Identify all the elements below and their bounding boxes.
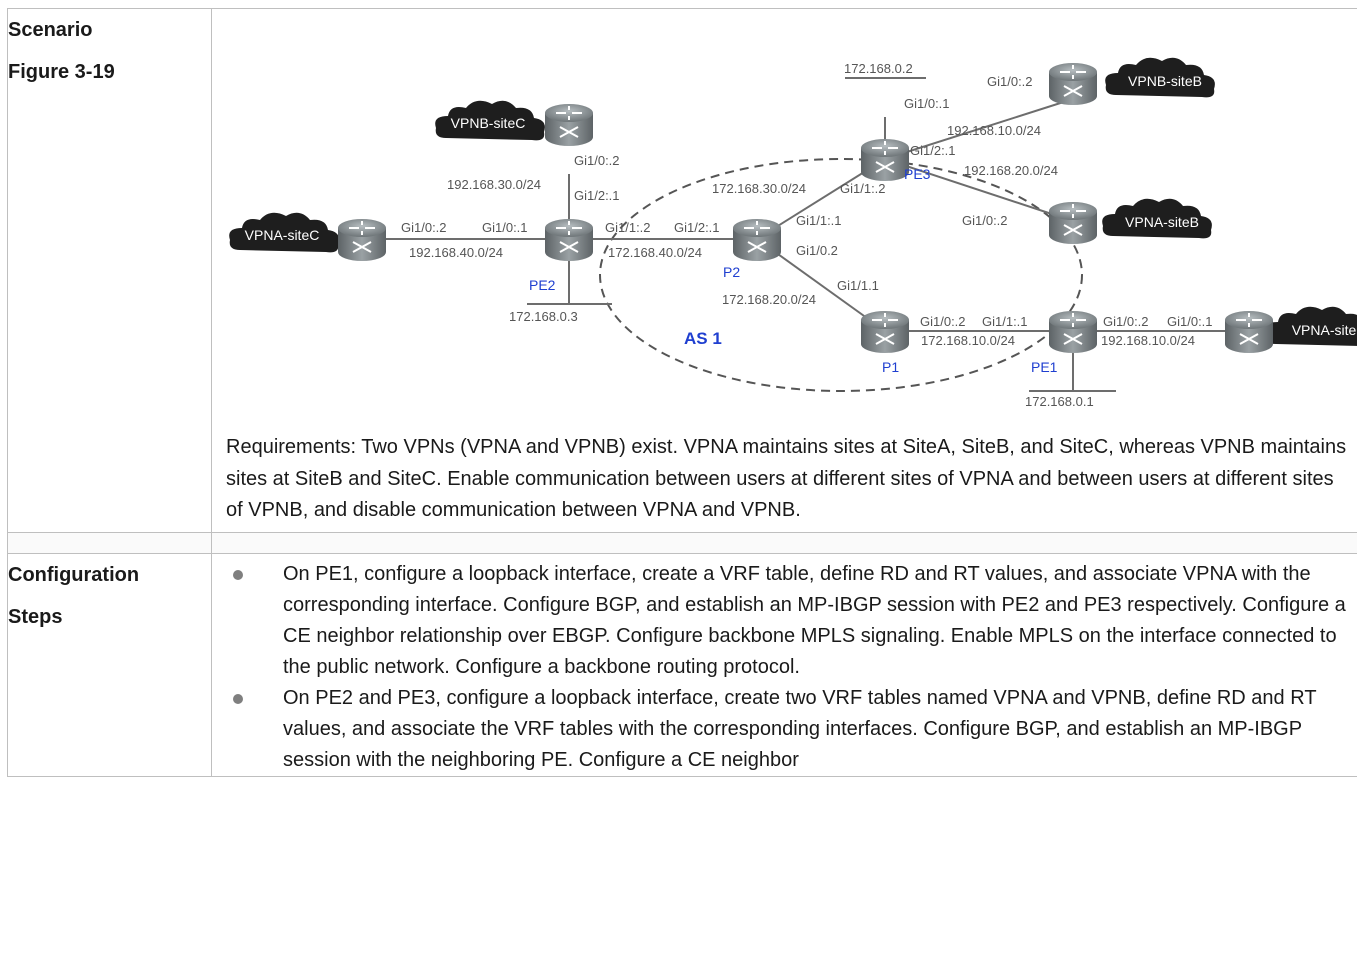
scenario-label-cell: Scenario Figure 3-19 (7, 8, 212, 533)
router-vpna-sitec-ce (337, 218, 387, 262)
cloud-vpna-sitea: VPNA-site (1265, 306, 1357, 347)
cloud-vpna-siteb: VPNA-siteB (1102, 198, 1212, 239)
loopback-pe3: 172.168.0.2 (844, 61, 913, 76)
router-pe1 (1048, 310, 1098, 354)
network-topology-figure: VPNB-siteC VPNA-siteC VPNB-siteB VPNA-si… (212, 9, 1357, 414)
port-label: Gi1/0:.1 (904, 96, 950, 111)
svg-text:VPNA-siteC: VPNA-siteC (245, 227, 320, 243)
label-p1: P1 (882, 359, 899, 375)
net-172-168-40: 172.168.40.0/24 (608, 245, 702, 260)
bullet-icon (233, 569, 243, 580)
router-p1 (860, 310, 910, 354)
port-label: Gi1/0:.2 (962, 213, 1008, 228)
step-text: On PE1, configure a loopback interface, … (283, 562, 1346, 678)
port-label: Gi1/1:.2 (605, 220, 651, 235)
scenario-table: Scenario Figure 3-19 (7, 8, 1357, 777)
port-label: Gi1/0:.2 (1103, 314, 1149, 329)
svg-text:VPNB-siteC: VPNB-siteC (451, 115, 526, 131)
spacer-cell-left (7, 531, 212, 554)
port-label: Gi1/1:.2 (840, 181, 886, 196)
router-p2 (732, 218, 782, 262)
port-label: Gi1/0.2 (796, 243, 838, 258)
cloud-vpnb-siteb: VPNB-siteB (1105, 57, 1215, 98)
net-192-168-20-pe3: 192.168.20.0/24 (964, 163, 1058, 178)
configuration-label-cell: Configuration Steps (7, 552, 212, 777)
port-label: Gi1/0:.1 (1167, 314, 1213, 329)
scenario-label: Scenario (8, 19, 93, 41)
loopback-pe2: 172.168.0.3 (509, 309, 578, 324)
configuration-row: Configuration Steps On PE1, configure a … (7, 552, 1357, 777)
port-label: Gi1/0:.1 (482, 220, 528, 235)
figure-label: Figure 3-19 (8, 61, 115, 83)
list-item: On PE1, configure a loopback interface, … (212, 559, 1357, 683)
cloud-vpna-sitec: VPNA-siteC (229, 212, 339, 253)
configuration-label: Configuration (8, 563, 140, 586)
port-label: Gi1/0:.2 (574, 153, 620, 168)
router-vpna-siteb-ce (1048, 201, 1098, 245)
svg-text:VPNA-site: VPNA-site (1292, 322, 1357, 338)
scenario-row: Scenario Figure 3-19 (7, 8, 1357, 533)
configuration-content-cell: On PE1, configure a loopback interface, … (211, 552, 1357, 777)
net-172-168-30: 172.168.30.0/24 (712, 181, 806, 196)
label-pe3: PE3 (904, 166, 931, 182)
label-p2: P2 (723, 264, 740, 280)
port-label: Gi1/1.1 (837, 278, 879, 293)
port-label: Gi1/0:.2 (920, 314, 966, 329)
loopback-pe1: 172.168.0.1 (1025, 394, 1094, 409)
net-192-168-10-pe3: 192.168.10.0/24 (947, 123, 1041, 138)
svg-text:VPNA-siteB: VPNA-siteB (1125, 214, 1199, 230)
router-pe3 (860, 138, 910, 182)
scenario-content-cell: VPNB-siteC VPNA-siteC VPNB-siteB VPNA-si… (211, 8, 1357, 533)
svg-text:VPNB-siteB: VPNB-siteB (1128, 73, 1202, 89)
label-pe2: PE2 (529, 277, 556, 293)
cloud-vpnb-sitec: VPNB-siteC (435, 100, 545, 141)
port-label: Gi1/2:.1 (574, 188, 620, 203)
net-172-168-20: 172.168.20.0/24 (722, 292, 816, 307)
bullet-icon (233, 693, 243, 704)
step-text: On PE2 and PE3, configure a loopback int… (283, 686, 1317, 771)
router-pe2 (544, 218, 594, 262)
spacer-cell-right (211, 531, 1357, 554)
port-label: Gi1/2:.1 (910, 143, 956, 158)
router-vpnb-siteb-ce (1048, 62, 1098, 106)
router-vpna-sitea-ce (1224, 310, 1274, 354)
router-vpnb-sitec-ce (544, 103, 594, 147)
label-pe1: PE1 (1031, 359, 1058, 375)
requirements-text: Requirements: Two VPNs (VPNA and VPNB) e… (226, 436, 1347, 521)
spacer-row (7, 531, 1357, 554)
net-192-168-40-pe2: 192.168.40.0/24 (409, 245, 503, 260)
list-item: On PE2 and PE3, configure a loopback int… (212, 683, 1357, 776)
topology-diagram: VPNB-siteC VPNA-siteC VPNB-siteB VPNA-si… (229, 57, 1357, 409)
steps-label: Steps (8, 605, 63, 628)
label-as1: AS 1 (684, 329, 722, 348)
port-label: Gi1/2:.1 (674, 220, 720, 235)
port-label: Gi1/1:.1 (982, 314, 1028, 329)
as1-boundary (599, 158, 1083, 392)
port-label: Gi1/1:.1 (796, 213, 842, 228)
port-label: Gi1/0:.2 (401, 220, 447, 235)
net-192-168-10-pe1: 192.168.10.0/24 (1101, 333, 1195, 348)
port-label: Gi1/0:.2 (987, 74, 1033, 89)
net-172-168-10: 172.168.10.0/24 (921, 333, 1015, 348)
net-192-168-30-pe2: 192.168.30.0/24 (447, 177, 541, 192)
steps-list: On PE1, configure a loopback interface, … (212, 554, 1357, 776)
